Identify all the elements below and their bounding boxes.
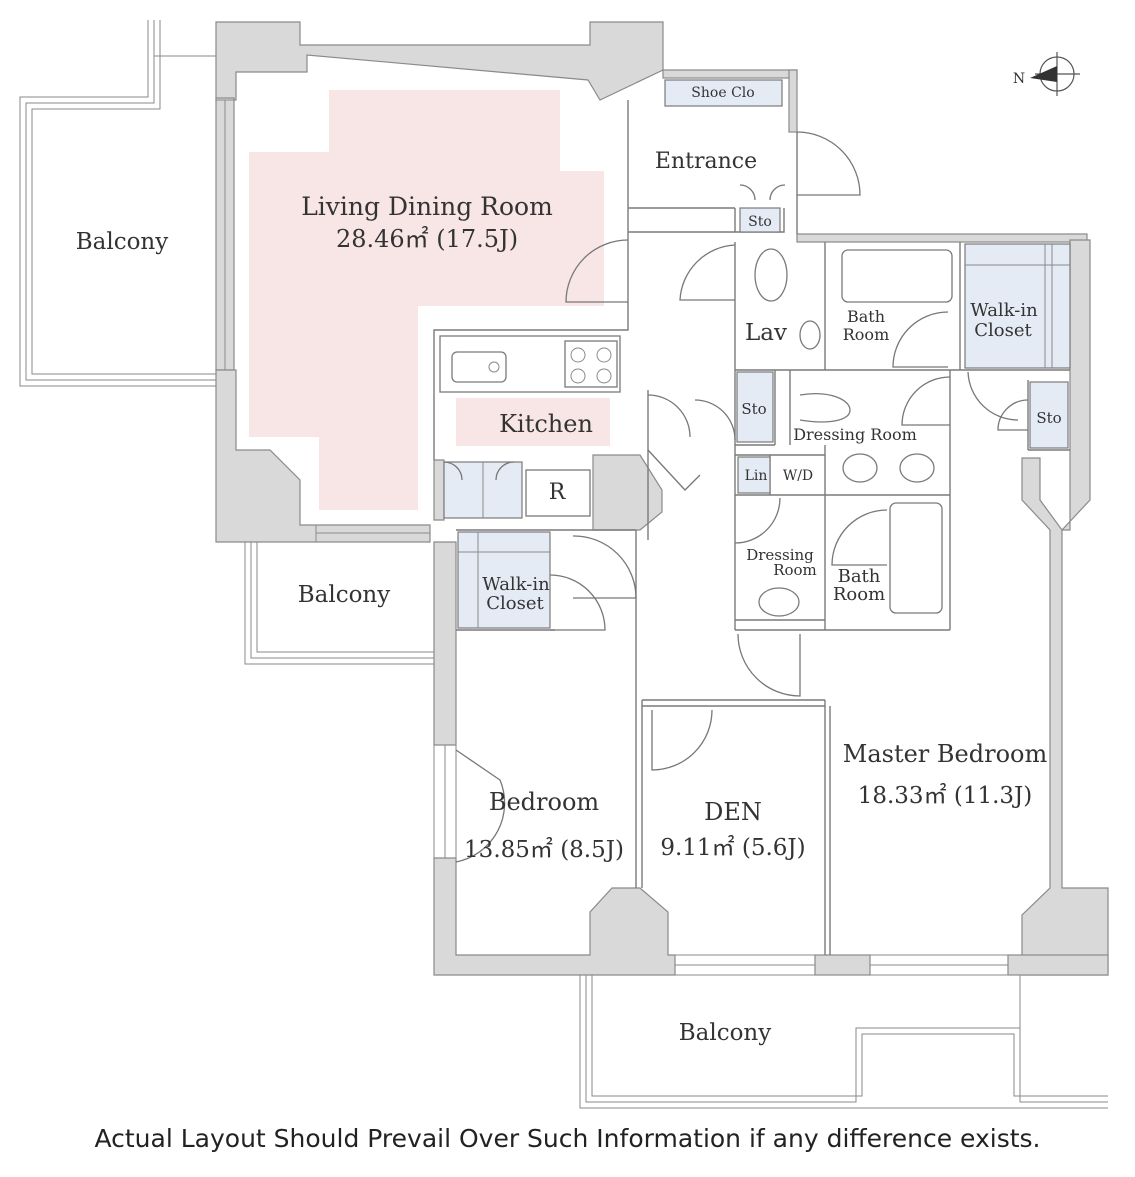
master-bedroom-name: Master Bedroom: [843, 740, 1048, 768]
kitchen-highlight: [456, 398, 610, 446]
sto-right-label: Sto: [1036, 409, 1061, 427]
compass-icon: N: [1013, 52, 1080, 96]
balcony-left-label: Balcony: [76, 229, 169, 255]
balcony-bottom-label: Balcony: [679, 1020, 772, 1046]
bath2-line1: Bath: [838, 566, 881, 587]
balcony-left-outline: [19, 20, 218, 387]
wic1-line1: Walk-in: [970, 300, 1038, 321]
entrance-label: Entrance: [655, 149, 757, 174]
wic2-line1: Walk-in: [482, 574, 550, 595]
shoe-closet-label: Shoe Clo: [691, 85, 754, 101]
bedroom-area: 13.85㎡ (8.5J): [464, 837, 624, 863]
den-name: DEN: [704, 798, 762, 826]
bath1-line1: Bath: [847, 307, 885, 326]
disclaimer-caption: Actual Layout Should Prevail Over Such I…: [94, 1124, 1041, 1153]
compass-north-label: N: [1013, 71, 1025, 87]
bedroom-name: Bedroom: [489, 788, 600, 816]
room-labels: Living Dining Room 28.46㎡ (17.5J) Kitche…: [76, 85, 1062, 1046]
dressing2-line1: Dressing: [746, 546, 814, 564]
wd-label: W/D: [783, 468, 813, 484]
lin-label: Lin: [745, 468, 768, 484]
doors: [443, 131, 1029, 863]
dressing1-label: Dressing Room: [793, 425, 917, 444]
wic2-line2: Closet: [486, 593, 544, 614]
living-room-highlight: [249, 90, 604, 510]
sanitary-fixtures: [754, 248, 953, 617]
wic1-line2: Closet: [974, 320, 1032, 341]
lav-label: Lav: [745, 320, 787, 346]
bath2-line2: Room: [833, 584, 885, 605]
kitchen-counter: [439, 335, 621, 517]
master-bedroom-area: 18.33㎡ (11.3J): [858, 783, 1033, 809]
fridge-label: R: [549, 480, 567, 505]
dressing2-line2: Room: [773, 561, 817, 579]
balcony-middle-label: Balcony: [298, 582, 391, 608]
den-area: 9.11㎡ (5.6J): [660, 835, 805, 861]
sto-lav-label: Sto: [741, 400, 766, 418]
living-room-area: 28.46㎡ (17.5J): [336, 225, 518, 253]
balcony-middle-outline: [244, 542, 434, 665]
bath1-line2: Room: [843, 325, 889, 344]
balcony-bottom-outline: [579, 975, 1108, 1109]
living-room-name: Living Dining Room: [301, 192, 553, 221]
closets: [443, 79, 1071, 629]
kitchen-label: Kitchen: [499, 410, 593, 438]
sto-entrance-label: Sto: [748, 214, 772, 230]
windows: [215, 99, 1009, 976]
